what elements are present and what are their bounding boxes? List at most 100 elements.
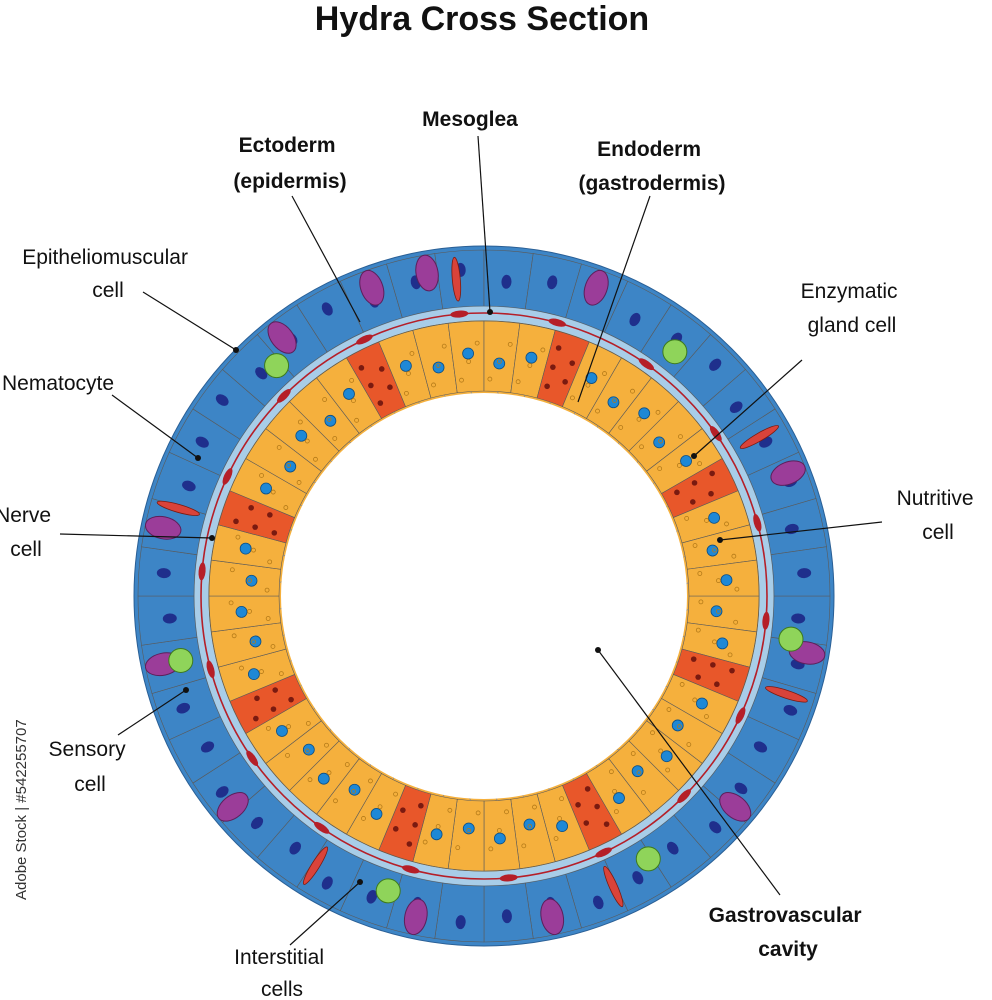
endoderm-nucleus bbox=[462, 347, 475, 360]
nerve-cell bbox=[499, 874, 518, 882]
gland-granule bbox=[544, 383, 550, 390]
gland-granule bbox=[691, 480, 698, 486]
food-vacuole bbox=[716, 578, 721, 584]
food-vacuole bbox=[447, 807, 453, 813]
food-vacuole bbox=[679, 682, 685, 687]
ectoderm-nucleus bbox=[215, 786, 229, 798]
food-vacuole bbox=[613, 809, 619, 815]
gland-granule bbox=[387, 384, 393, 391]
food-vacuole bbox=[286, 463, 292, 468]
nematocyte bbox=[770, 460, 806, 486]
food-vacuole bbox=[304, 748, 310, 754]
ectoderm-nucleus bbox=[501, 909, 512, 924]
food-vacuole bbox=[305, 720, 311, 726]
gland-granule bbox=[690, 656, 697, 662]
food-vacuole bbox=[676, 463, 682, 468]
nematocyte bbox=[719, 792, 752, 822]
nematocyte bbox=[267, 321, 297, 354]
food-vacuole bbox=[251, 639, 256, 645]
food-vacuole bbox=[515, 379, 521, 385]
food-vacuole bbox=[618, 425, 624, 430]
food-vacuole bbox=[608, 769, 614, 775]
gland-granule bbox=[272, 687, 279, 693]
nerve-cell bbox=[677, 789, 691, 803]
label-endoderm: Endoderm (gastrodermis) bbox=[578, 138, 725, 195]
gland-granule bbox=[378, 366, 385, 372]
nematocyte bbox=[583, 269, 609, 306]
food-vacuole bbox=[466, 828, 472, 833]
food-vacuole bbox=[296, 480, 302, 485]
gland-granule bbox=[288, 696, 294, 703]
ectoderm-nucleus bbox=[321, 876, 333, 890]
food-vacuole bbox=[733, 619, 739, 625]
nerve-cell bbox=[222, 468, 233, 485]
food-vacuole bbox=[496, 828, 502, 833]
gland-granule bbox=[400, 807, 406, 813]
gland-granule bbox=[695, 674, 701, 680]
gland-granule bbox=[358, 365, 365, 371]
interstitial-cell bbox=[375, 878, 401, 904]
food-vacuole bbox=[259, 669, 264, 674]
sensory-cell bbox=[739, 425, 779, 449]
leader-ectoderm bbox=[291, 195, 361, 323]
food-vacuole bbox=[666, 707, 672, 712]
leader-dot bbox=[183, 687, 189, 693]
endoderm-nucleus bbox=[317, 772, 330, 785]
nematocyte bbox=[216, 792, 249, 822]
label-nerve: Nerve cell bbox=[0, 504, 57, 561]
food-vacuole bbox=[354, 417, 360, 423]
ectoderm-nucleus bbox=[734, 782, 748, 795]
food-vacuole bbox=[553, 836, 559, 841]
endoderm-nucleus bbox=[680, 455, 692, 467]
leader-sensory bbox=[117, 689, 187, 736]
interstitial-cell bbox=[662, 339, 688, 365]
food-vacuole bbox=[297, 419, 303, 425]
gastrovascular-cavity bbox=[281, 393, 687, 799]
endoderm-nucleus bbox=[399, 359, 412, 372]
food-vacuole bbox=[639, 444, 644, 450]
food-vacuole bbox=[724, 521, 729, 527]
gland-granule bbox=[368, 382, 374, 389]
gland-granule bbox=[253, 715, 259, 722]
interstitial-cell bbox=[264, 353, 290, 379]
food-vacuole bbox=[466, 359, 472, 364]
endoderm-nucleus bbox=[638, 407, 651, 420]
food-vacuole bbox=[455, 845, 461, 851]
ectoderm-nucleus bbox=[366, 889, 378, 904]
label-gastrovascular: Gastrovascular cavity bbox=[709, 904, 868, 961]
food-vacuole bbox=[278, 671, 284, 676]
food-vacuole bbox=[322, 397, 328, 402]
food-vacuole bbox=[488, 846, 494, 852]
leader-mesoglea bbox=[477, 135, 491, 313]
food-vacuole bbox=[657, 466, 663, 472]
food-vacuole bbox=[712, 547, 717, 553]
gland-granule bbox=[406, 841, 413, 847]
leader-dot bbox=[195, 455, 201, 461]
ectoderm-nucleus bbox=[321, 302, 333, 316]
gland-granule bbox=[377, 400, 384, 406]
food-vacuole bbox=[716, 608, 721, 614]
leader-enzymatic bbox=[693, 359, 803, 457]
endoderm-nucleus bbox=[556, 820, 569, 833]
endoderm-nucleus bbox=[493, 832, 506, 845]
food-vacuole bbox=[650, 730, 655, 736]
ectoderm-nucleus bbox=[666, 841, 679, 855]
endoderm-nucleus bbox=[260, 482, 272, 495]
food-vacuole bbox=[259, 473, 264, 478]
gland-granule bbox=[603, 821, 610, 827]
food-vacuole bbox=[636, 770, 642, 776]
food-vacuole bbox=[351, 398, 356, 404]
food-vacuole bbox=[304, 438, 310, 444]
gland-granule bbox=[271, 530, 278, 536]
food-vacuole bbox=[239, 665, 244, 671]
ectoderm-nucleus bbox=[289, 841, 302, 855]
gland-granule bbox=[729, 667, 735, 674]
sensory-cell bbox=[603, 865, 624, 908]
nerve-cell bbox=[450, 310, 469, 318]
food-vacuole bbox=[678, 434, 683, 440]
food-vacuole bbox=[697, 571, 703, 576]
ectoderm-nucleus bbox=[783, 704, 798, 716]
gland-granule bbox=[270, 706, 277, 712]
endoderm-nucleus bbox=[247, 668, 260, 681]
